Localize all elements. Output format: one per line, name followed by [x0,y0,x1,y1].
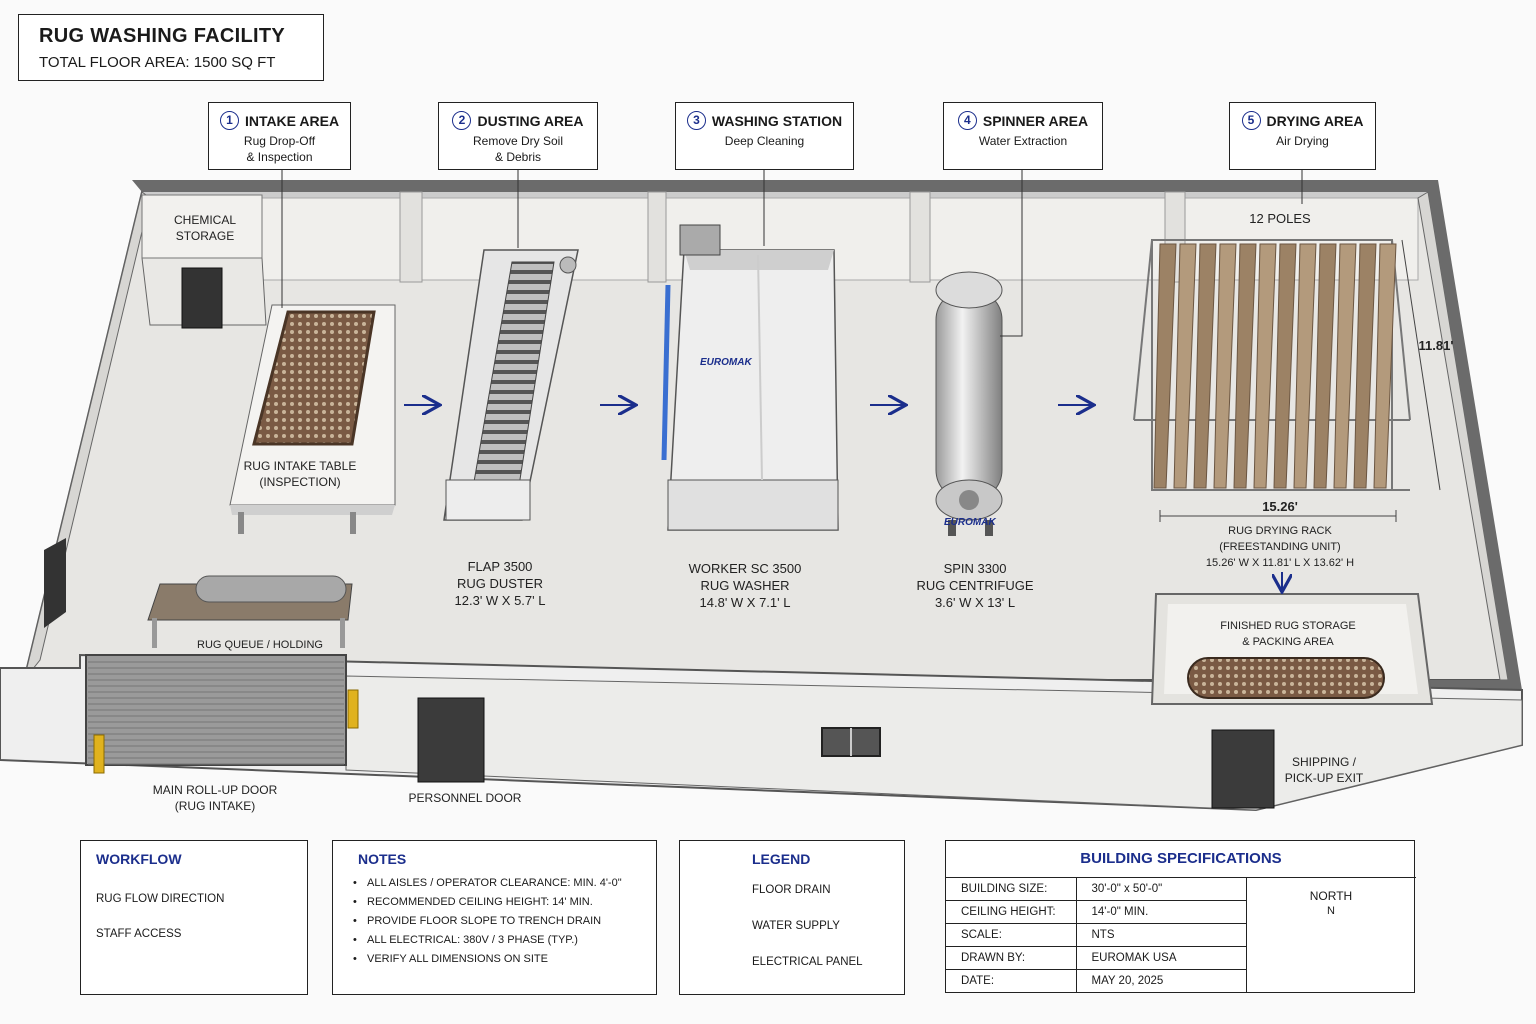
hanging-rug [1173,243,1197,489]
shipping-exit-label: SHIPPING /PICK-UP EXIT [1284,755,1364,785]
workflow-item: STAFF ACCESS [96,928,182,940]
station-name: WASHING STATION [711,112,843,129]
flow-arrows [404,405,1282,590]
legend-item: WATER SUPPLY [752,920,840,932]
station-desc: & Debris [494,150,541,164]
callout-dusting: 2 DUSTING AREA Remove Dry Soil & Debris [438,102,598,170]
step-number: 4 [957,111,977,130]
spec-key: DATE: [946,969,1077,993]
north-label: NORTH [1309,889,1353,903]
hanging-rug [1153,243,1177,489]
notes-title: NOTES [358,851,407,867]
station-name: INTAKE AREA [244,112,340,129]
personnel-door-label: PERSONNEL DOOR [408,791,522,805]
intake-rug [252,310,376,446]
note-item: RECOMMENDED CEILING HEIGHT: 14' MIN. [353,893,622,912]
legend-panel: LEGEND FLOOR DRAIN WATER SUPPLY ELECTRIC… [679,840,905,995]
station-name: SPINNER AREA [982,112,1089,129]
legend-title: LEGEND [752,851,811,867]
step-number: 2 [452,111,472,130]
callout-spinner: 4 SPINNER AREA Water Extraction [943,102,1103,170]
centrifuge-brand-label: EUROMAK [944,517,996,528]
rack-depth-label: 11.81' [1418,338,1454,353]
drying-rack-rugs [1153,243,1397,489]
spec-value: 14'-0" MIN. [1076,900,1246,924]
callout-washing: 3 WASHING STATION Deep Cleaning [675,102,854,170]
centrifuge-drum [935,289,1003,501]
spec-key: CEILING HEIGHT: [946,900,1077,924]
specs-panel: BUILDING SPECIFICATIONS BUILDING SIZE:30… [945,840,1416,993]
station-desc: Rug Drop-Off [243,134,316,148]
chemical-storage-door [181,267,223,329]
spec-key: DRAWN BY: [946,946,1077,970]
personnel-door [417,697,485,783]
spec-value: MAY 20, 2025 [1076,969,1246,993]
note-item: VERIFY ALL DIMENSIONS ON SITE [353,950,622,969]
title-block: RUG WASHING FACILITY TOTAL FLOOR AREA: 1… [18,14,324,81]
finished-rug-roll [1187,657,1385,699]
shipping-door [1211,729,1275,809]
station-desc: Air Drying [1276,134,1329,148]
rack-label: RUG DRYING RACK(FREESTANDING UNIT)15.26'… [1205,525,1355,569]
rollup-door-label: MAIN ROLL-UP DOOR(RUG INTAKE) [152,783,278,813]
spec-value: 30'-0" x 50'-0" [1076,877,1246,901]
station-desc: Remove Dry Soil [472,134,564,148]
station-name: DUSTING AREA [477,112,584,129]
workflow-title: WORKFLOW [96,851,182,867]
hanging-rug [1193,243,1217,489]
washer-brand-label: EUROMAK [700,357,752,368]
finished-storage-label: FINISHED RUG STORAGE& PACKING AREA [1220,620,1356,648]
station-desc: Deep Cleaning [724,134,805,148]
workflow-item: RUG FLOW DIRECTION [96,893,225,905]
poles-label: 12 POLES [1249,211,1311,226]
left-side-door [44,538,66,628]
hanging-rug [1313,243,1337,489]
spec-value: EUROMAK USA [1076,946,1246,970]
step-number: 5 [1241,111,1261,130]
step-number: 1 [219,111,239,130]
note-item: ALL AISLES / OPERATOR CLEARANCE: MIN. 4'… [353,874,622,893]
station-name: DRYING AREA [1266,112,1364,129]
spec-key: BUILDING SIZE: [946,877,1077,901]
hanging-rug [1293,243,1317,489]
hanging-rug [1213,243,1237,489]
notes-panel: NOTES ALL AISLES / OPERATOR CLEARANCE: M… [332,840,657,995]
hanging-rug [1373,243,1397,489]
facility-title: RUG WASHING FACILITY [39,25,285,47]
intake-table-label: RUG INTAKE TABLE(INSPECTION) [243,459,357,489]
specs-table: BUILDING SIZE:30'-0" x 50'-0" CEILING HE… [946,877,1246,993]
hanging-rug [1273,243,1297,489]
hanging-rug [1333,243,1357,489]
rack-width-label: 15.26' [1262,499,1298,514]
legend-item: FLOOR DRAIN [752,884,831,896]
station-desc: & Inspection [246,150,313,164]
step-number: 3 [686,111,706,130]
floor-area-subtitle: TOTAL FLOOR AREA: 1500 SQ FT [39,54,276,71]
back-wall [142,192,1428,198]
north-n-label: N [1327,905,1335,917]
spec-key: SCALE: [946,923,1077,947]
legend-item: ELECTRICAL PANEL [752,956,863,968]
note-item: PROVIDE FLOOR SLOPE TO TRENCH DRAIN [353,912,622,931]
hanging-rug [1233,243,1257,489]
hanging-rug [1353,243,1377,489]
note-item: ALL ELECTRICAL: 380V / 3 PHASE (TYP.) [353,931,622,950]
callout-drying: 5 DRYING AREA Air Drying [1229,102,1376,170]
specs-title: BUILDING SPECIFICATIONS [1080,850,1282,867]
spec-value: NTS [1076,923,1246,947]
workflow-panel: WORKFLOW RUG FLOW DIRECTION STAFF ACCESS [80,840,308,995]
queue-label: RUG QUEUE / HOLDING [197,639,323,651]
hanging-rug [1253,243,1277,489]
callout-intake: 1 INTAKE AREA Rug Drop-Off & Inspection [208,102,351,170]
station-desc: Water Extraction [978,134,1068,148]
